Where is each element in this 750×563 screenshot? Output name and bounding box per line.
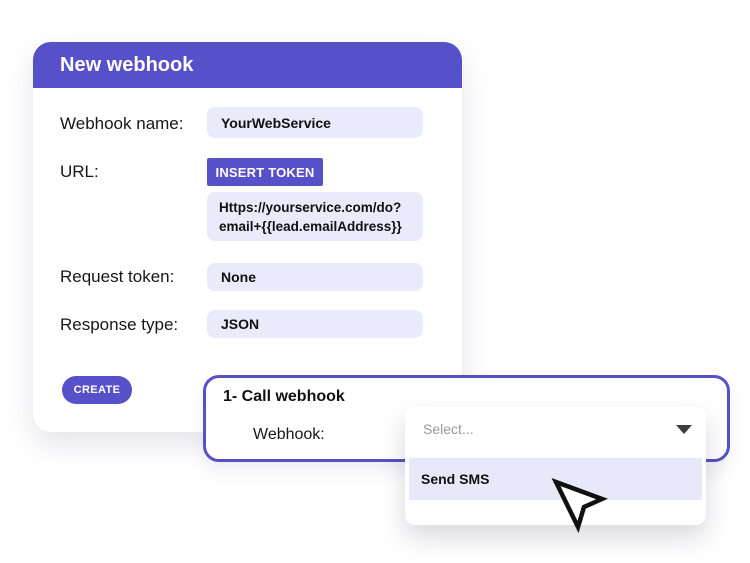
request-token-label: Request token:	[60, 267, 175, 286]
url-input[interactable]: Https://yourservice.com/do? email+{{lead…	[207, 192, 423, 241]
step-title: 1- Call webhook	[223, 388, 345, 405]
url-value-line1: Https://yourservice.com/do?	[219, 200, 402, 215]
request-token-input[interactable]: None	[207, 263, 423, 291]
new-webhook-dialog: New webhook Webhook name: YourWebService…	[33, 42, 462, 432]
dialog-header: New webhook	[33, 42, 462, 88]
create-button[interactable]: CREATE	[62, 376, 132, 404]
webhook-name-input[interactable]: YourWebService	[207, 107, 423, 138]
webhook-name-label: Webhook name:	[60, 114, 184, 133]
select-placeholder: Select...	[423, 421, 474, 437]
response-type-input[interactable]: JSON	[207, 310, 423, 338]
webhook-select[interactable]: Select...	[405, 407, 706, 451]
dropdown-option-send-sms[interactable]: Send SMS	[409, 458, 702, 500]
url-label: URL:	[60, 162, 99, 181]
response-type-label: Response type:	[60, 315, 179, 334]
webhook-dropdown: Select... Send SMS	[405, 407, 706, 525]
chevron-down-icon	[676, 424, 692, 434]
webhook-field-label: Webhook:	[253, 426, 325, 443]
url-value-line2: email+{{lead.emailAddress}}	[219, 219, 402, 234]
insert-token-button[interactable]: INSERT TOKEN	[207, 158, 323, 186]
dialog-title: New webhook	[60, 53, 194, 76]
